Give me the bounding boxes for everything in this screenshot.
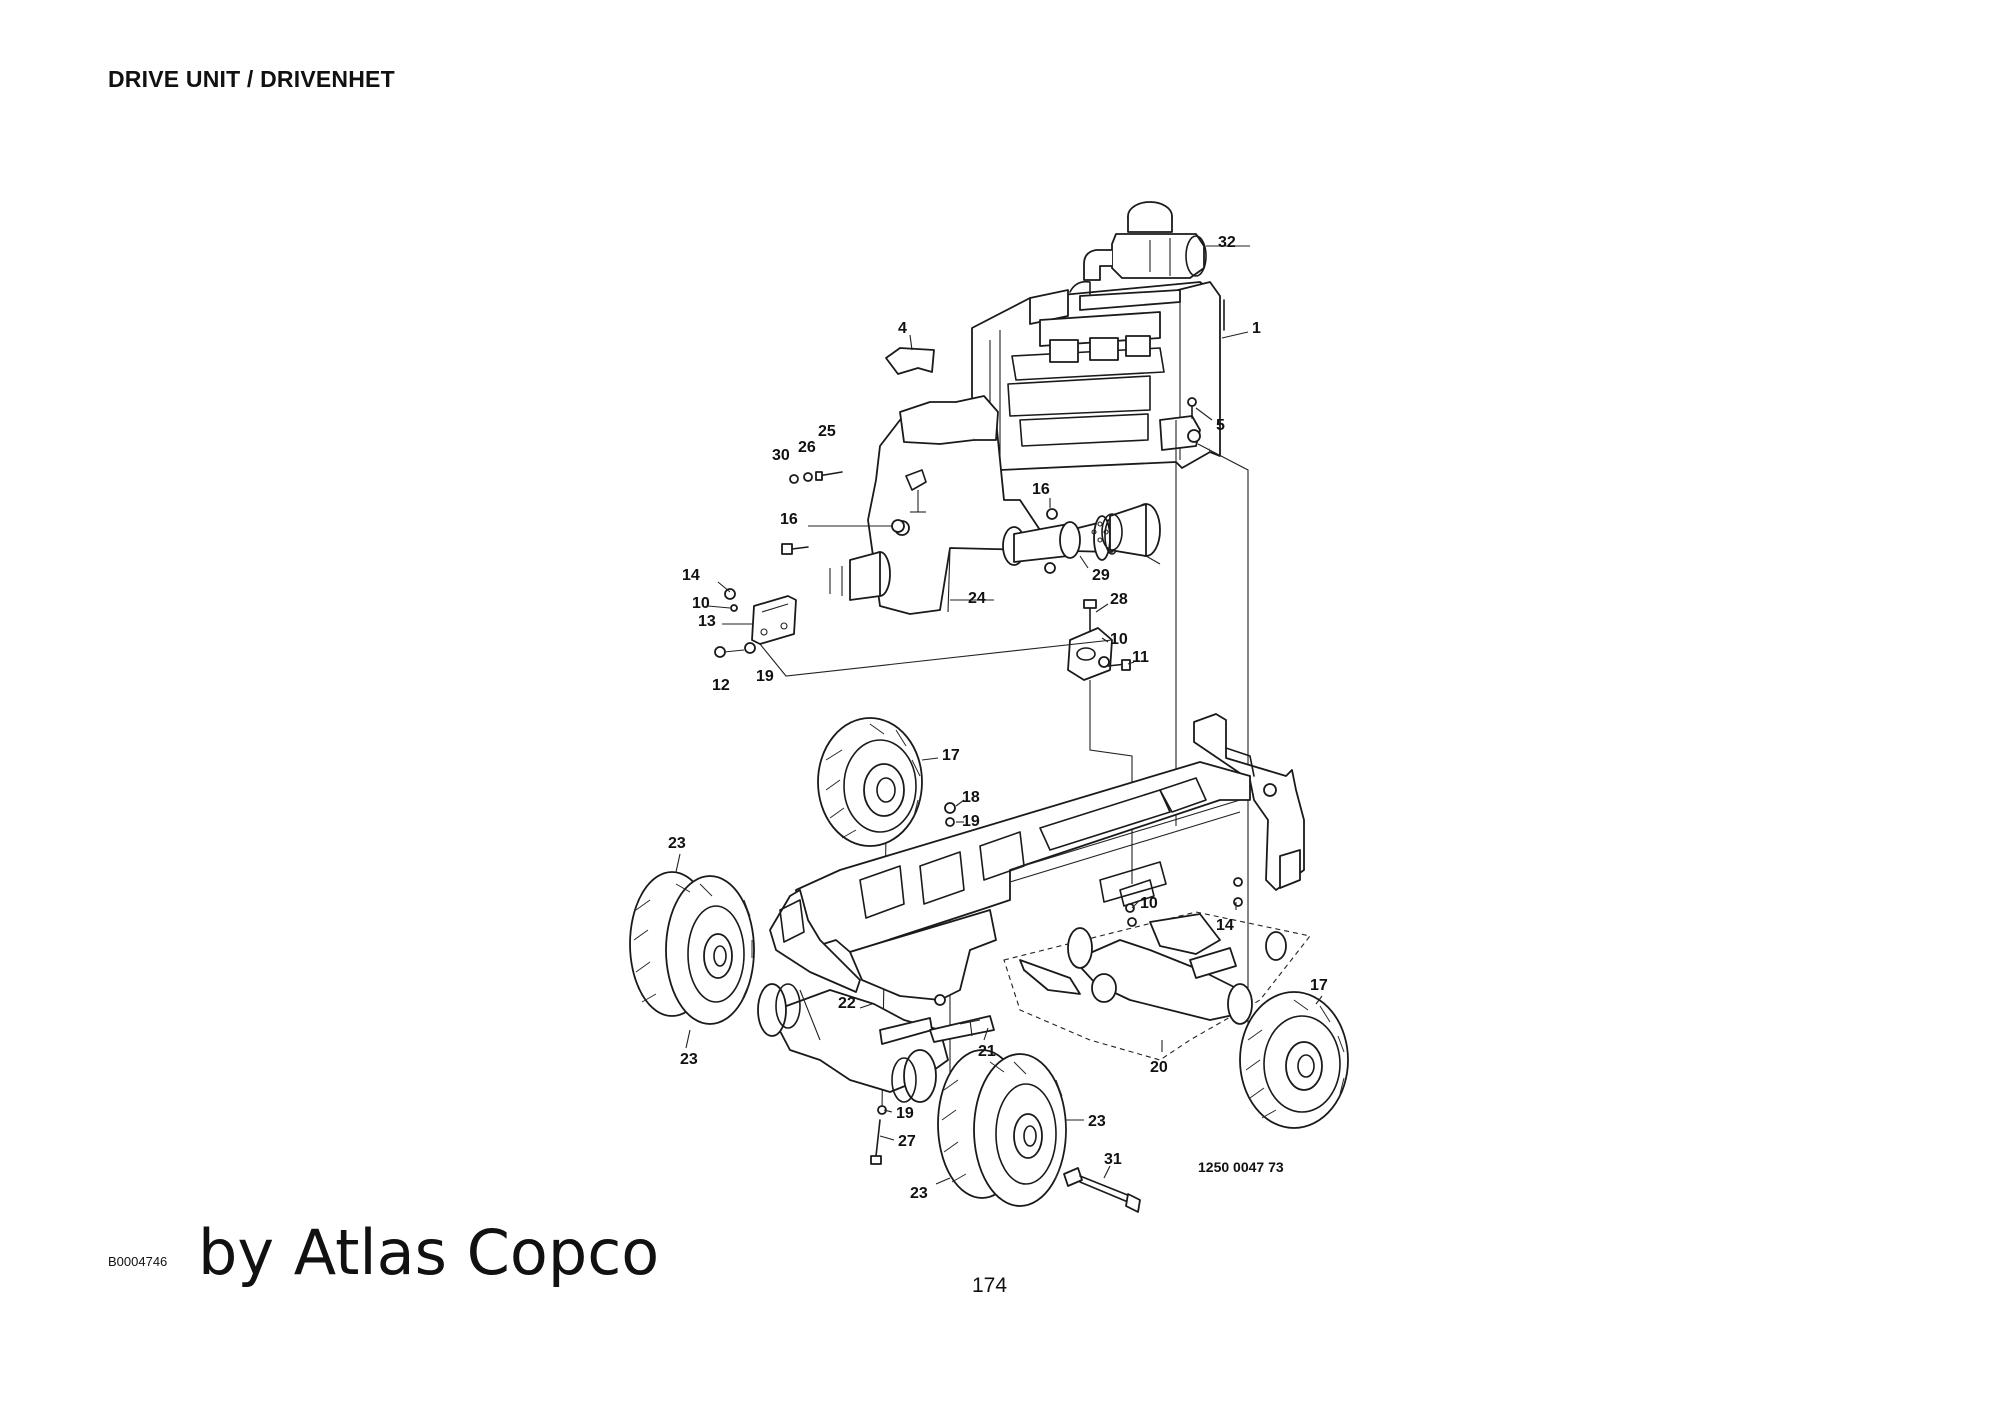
callout-10c: 10 xyxy=(1140,895,1158,912)
callout-17b: 17 xyxy=(1310,977,1328,994)
callout-31: 31 xyxy=(1104,1151,1122,1168)
page-number: 174 xyxy=(972,1274,1008,1297)
mounting-bracket-13 xyxy=(714,588,797,658)
callout-labels: 32 1 4 5 25 30 26 16 16 29 24 14 10 13 1… xyxy=(668,234,1328,1202)
wheel-17-rear-left xyxy=(817,717,923,847)
callout-30: 30 xyxy=(772,447,790,464)
drive-shaft xyxy=(1002,503,1161,574)
callout-17: 17 xyxy=(942,747,960,764)
bolt-18-19 xyxy=(944,802,956,827)
bolt-5 xyxy=(1187,397,1197,419)
wheel-23-front-left-outer xyxy=(629,871,755,1025)
callout-1: 1 xyxy=(1252,320,1261,337)
callout-28: 28 xyxy=(1110,591,1128,608)
callout-22: 22 xyxy=(838,995,856,1012)
callout-27: 27 xyxy=(898,1133,916,1150)
callout-10b: 10 xyxy=(1110,631,1128,648)
tie-rod-31 xyxy=(1063,1167,1141,1213)
callout-10: 10 xyxy=(692,595,710,612)
callout-25: 25 xyxy=(818,423,836,440)
document-id: B0004746 xyxy=(108,1254,168,1269)
rear-axle xyxy=(1003,877,1311,1061)
brand-caption: by Atlas Copco xyxy=(198,1216,660,1289)
bolt-set-25-26-30 xyxy=(789,471,843,484)
callout-16: 16 xyxy=(780,511,798,528)
drawing-number: 1250 0047 73 xyxy=(1198,1159,1284,1175)
callout-23: 23 xyxy=(668,835,686,852)
callout-20: 20 xyxy=(1150,1059,1168,1076)
bolt-19-27 xyxy=(870,1105,887,1165)
callout-4: 4 xyxy=(898,320,907,337)
leader-lines xyxy=(675,245,1323,1185)
callout-23b: 23 xyxy=(680,1051,698,1068)
callout-16b: 16 xyxy=(1032,481,1050,498)
callout-14b: 14 xyxy=(1216,917,1234,934)
callout-14: 14 xyxy=(682,567,700,584)
callout-12: 12 xyxy=(712,677,730,694)
front-axle xyxy=(757,983,995,1103)
callout-24: 24 xyxy=(968,590,986,607)
air-cleaner xyxy=(1083,201,1207,281)
callout-29: 29 xyxy=(1092,567,1110,584)
callout-23c: 23 xyxy=(1088,1113,1106,1130)
callout-11: 11 xyxy=(1132,649,1149,666)
wheel-23-front-right xyxy=(937,1049,1067,1207)
callout-5: 5 xyxy=(1216,417,1225,434)
callout-21: 21 xyxy=(978,1043,996,1060)
wheel-17-rear-right xyxy=(1239,991,1349,1129)
callout-23d: 23 xyxy=(910,1185,928,1202)
callout-26: 26 xyxy=(798,439,816,456)
chassis-frame xyxy=(769,713,1305,1001)
callout-13: 13 xyxy=(698,613,716,630)
engine xyxy=(971,280,1225,471)
page-title: DRIVE UNIT / DRIVENHET xyxy=(108,66,395,92)
callout-19c: 19 xyxy=(896,1105,914,1122)
engine-bracket-4 xyxy=(885,347,935,375)
callout-19: 19 xyxy=(756,668,774,685)
callout-19b: 19 xyxy=(962,813,980,830)
callout-32: 32 xyxy=(1218,234,1236,251)
callout-18: 18 xyxy=(962,789,980,806)
